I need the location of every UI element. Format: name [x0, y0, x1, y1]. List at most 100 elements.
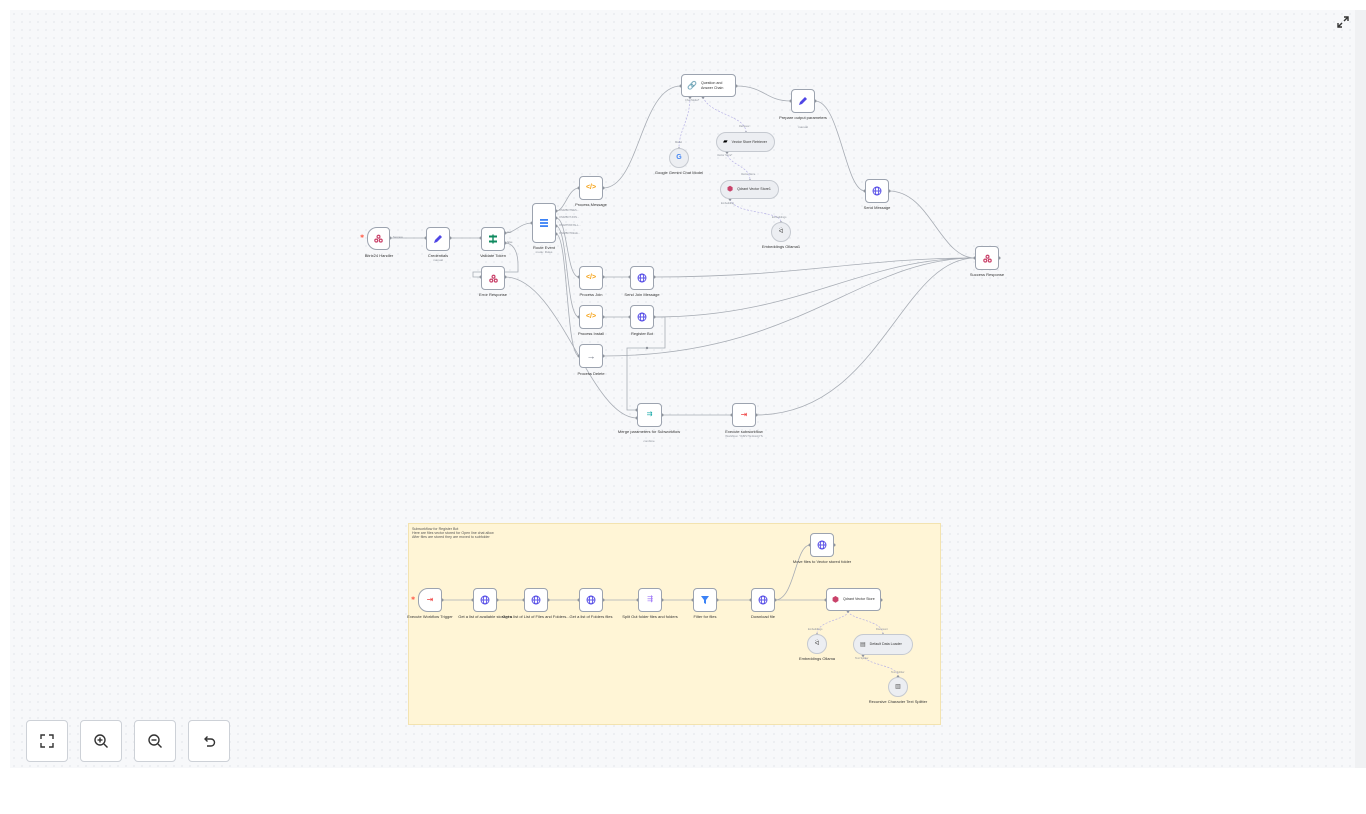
node-send-message[interactable] — [865, 179, 889, 203]
filter-icon — [701, 596, 709, 604]
text-splitter-icon: ▥ — [895, 684, 901, 690]
node-label: Embeddings Ollama1 — [761, 244, 801, 249]
port-label-text-splitter: Text Splitter — [891, 671, 905, 674]
expand-icon[interactable] — [1334, 13, 1352, 31]
zoom-out-button[interactable] — [134, 720, 176, 762]
node-get-folder-files[interactable] — [579, 588, 603, 612]
node-subtitle: manual — [433, 258, 443, 262]
node-process-delete[interactable]: → — [579, 344, 603, 368]
node-credentials[interactable] — [426, 227, 450, 251]
node-qa-chain[interactable]: 🔗 Question and Answer Chain — [681, 74, 736, 97]
node-process-message[interactable]: </> — [579, 176, 603, 200]
node-error-response[interactable] — [481, 266, 505, 290]
node-qdrant-store1[interactable]: ⬢ Qdrant Vector Store1 — [720, 180, 779, 199]
node-label: Qdrant Vector Store — [842, 597, 875, 602]
node-label: Embeddings Ollama — [798, 656, 836, 661]
node-label: Success Response — [969, 272, 1005, 277]
code-icon: </> — [585, 184, 597, 191]
node-filter-files[interactable] — [693, 588, 717, 612]
node-validate-token[interactable] — [481, 227, 505, 251]
qdrant-icon: ⬢ — [727, 185, 734, 193]
globe-icon — [817, 540, 827, 550]
node-process-join[interactable]: </> — [579, 266, 603, 290]
node-default-data-loader[interactable]: ▤ Default Data Loader — [853, 634, 913, 655]
node-route-event[interactable] — [532, 203, 556, 243]
node-register-bot[interactable] — [630, 305, 654, 329]
switch-icon — [540, 219, 548, 227]
node-label: Default Data Loader — [869, 642, 902, 647]
node-process-install[interactable]: </> — [579, 305, 603, 329]
node-label: Process Message — [575, 202, 607, 207]
node-label: Get a list of Folders files — [569, 614, 613, 619]
pencil-icon — [799, 97, 807, 105]
google-icon: G — [676, 154, 682, 161]
port-label-route-1: ONIMBOTMES... — [559, 209, 579, 212]
webhook-icon — [374, 234, 383, 243]
node-label: Error Response — [478, 292, 507, 297]
port-label-chat-model: Chat Model* — [685, 99, 700, 102]
node-vector-retriever[interactable]: ▰ Vector Store Retriever — [716, 132, 775, 152]
node-label: Merge parameters for Subworkflow — [617, 429, 681, 434]
node-label: Validate Token — [480, 253, 506, 258]
port-label-vector-store-star: Vector Store* — [717, 154, 733, 157]
undo-icon — [204, 736, 216, 747]
port-label-true: true — [507, 231, 512, 234]
webhook-icon — [488, 274, 498, 283]
zoom-in-button[interactable] — [80, 720, 122, 762]
node-qdrant-store[interactable]: ⬢ Qdrant Vector Store — [826, 588, 881, 611]
node-label: Process Join — [579, 292, 603, 297]
node-subtitle: combine — [643, 439, 655, 443]
node-label: Get a list of available storages — [458, 614, 512, 619]
node-gemini-model[interactable]: G — [669, 148, 689, 168]
database-icon: ▰ — [723, 139, 728, 145]
fit-view-icon — [40, 734, 54, 748]
ollama-icon: ᐛ — [778, 229, 784, 235]
node-label: Bitrix24 Handler — [364, 253, 394, 258]
node-subtitle: mode: Rules — [535, 250, 553, 254]
zoom-out-icon — [148, 734, 162, 748]
node-success-response[interactable] — [975, 246, 999, 270]
node-embeddings-ollama[interactable]: ᐛ — [807, 634, 827, 654]
workflow-canvas[interactable]: Subworkflow for Register Bot Here are fi… — [10, 10, 1355, 768]
note-line-1: Subworkflow for Register Bot — [412, 527, 459, 531]
port-label-embedding: Embedding — [721, 202, 735, 205]
trigger-bolt-icon: ✱ — [360, 234, 365, 240]
canvas-scrollbar[interactable] — [1355, 10, 1366, 768]
node-label: Vector Store Retriever — [731, 139, 767, 144]
node-prepare-output[interactable] — [791, 89, 815, 113]
node-execute-subworkflow[interactable]: ⇥ — [732, 403, 756, 427]
node-label: Process Delete — [577, 371, 605, 376]
node-label: Recursive Character Text Splitter — [868, 699, 928, 704]
code-icon: </> — [585, 313, 597, 320]
globe-icon — [872, 186, 882, 196]
node-move-files[interactable] — [810, 533, 834, 557]
node-merge-parameters[interactable]: ⇉ — [637, 403, 662, 427]
pencil-icon — [434, 235, 442, 243]
if-icon — [489, 234, 497, 244]
node-split-out[interactable]: ⇶ — [638, 588, 662, 612]
node-get-storages[interactable] — [473, 588, 497, 612]
merge-icon: ⇉ — [646, 411, 653, 418]
arrow-right-icon: → — [586, 351, 596, 361]
port-label-model: Model — [675, 141, 683, 144]
node-label: Move files to Vector stored folder — [792, 559, 852, 564]
port-label-success: Success — [393, 236, 403, 239]
fit-view-button[interactable] — [26, 720, 68, 762]
node-bitrix24-handler[interactable] — [367, 227, 390, 250]
node-label: Qdrant Vector Store1 — [737, 187, 771, 192]
node-label: Send Message — [863, 205, 891, 210]
node-label: Question and Answer Chain — [700, 81, 724, 90]
node-text-splitter[interactable]: ▥ — [888, 677, 908, 697]
node-label: Route Event — [532, 245, 555, 250]
node-download-file[interactable] — [751, 588, 775, 612]
sticky-note[interactable]: Subworkflow for Register Bot Here are fi… — [408, 523, 941, 725]
node-get-folders[interactable] — [524, 588, 548, 612]
node-execute-workflow-trigger[interactable]: ⇥ — [418, 588, 442, 612]
node-label: Prepare output parameters — [779, 115, 827, 120]
node-label: Process Install — [577, 331, 604, 336]
reset-zoom-button[interactable] — [188, 720, 230, 762]
port-label-false: false — [507, 241, 513, 244]
globe-icon — [637, 312, 647, 322]
node-embeddings-ollama1[interactable]: ᐛ — [771, 222, 791, 242]
node-send-join-message[interactable] — [630, 266, 654, 290]
